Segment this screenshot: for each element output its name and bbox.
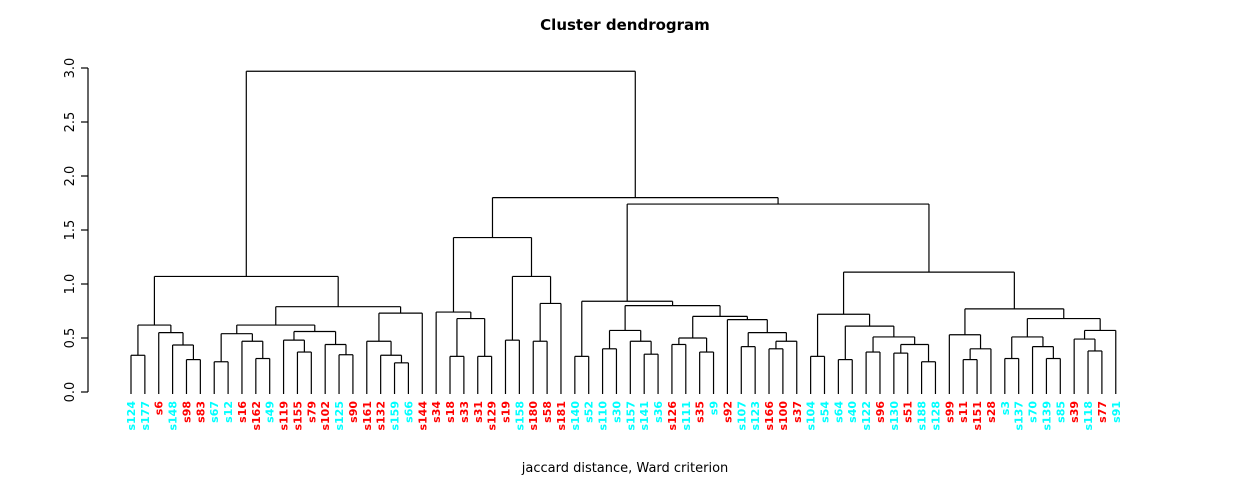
leaf-label: s107 — [735, 401, 748, 431]
chart-title: Cluster dendrogram — [540, 16, 710, 34]
y-tick-label: 2.0 — [63, 166, 78, 187]
leaf-label: s33 — [458, 401, 471, 423]
leaf-label: s104 — [805, 401, 818, 431]
leaf-label: s148 — [167, 401, 180, 431]
leaf-label: s125 — [333, 401, 346, 431]
leaf-label: s52 — [583, 401, 596, 423]
dendrogram-tree-lines — [130, 70, 1117, 394]
leaf-label: s49 — [264, 401, 277, 423]
leaf-label: s16 — [236, 401, 249, 423]
leaf-label: s40 — [846, 401, 859, 423]
leaf-label: s67 — [208, 401, 221, 423]
leaf-label: s157 — [624, 401, 637, 431]
leaf-label: s28 — [985, 401, 998, 423]
leaf-label: s30 — [610, 401, 623, 423]
leaf-label: s11 — [957, 401, 970, 423]
leaf-label: s144 — [416, 401, 429, 431]
leaf-label: s39 — [1068, 401, 1081, 423]
leaf-label: s92 — [721, 401, 734, 423]
leaf-label: s64 — [832, 401, 845, 423]
leaf-label: s126 — [666, 401, 679, 431]
leaf-label: s180 — [527, 401, 540, 431]
y-tick-label: 3.0 — [63, 58, 78, 79]
leaf-label: s158 — [513, 401, 526, 431]
leaf-label: s102 — [319, 401, 332, 431]
leaf-label: s31 — [472, 401, 485, 423]
leaf-label: s90 — [347, 401, 360, 423]
leaf-label: s6 — [153, 401, 166, 416]
leaf-label: s100 — [777, 401, 790, 431]
leaf-label: s159 — [389, 401, 402, 431]
y-tick-label: 0.5 — [63, 328, 78, 349]
leaf-label: s124 — [125, 401, 138, 431]
leaf-label: s162 — [250, 401, 263, 431]
leaf-label: s128 — [929, 401, 942, 431]
leaf-label: s111 — [680, 401, 693, 431]
leaf-label: s66 — [402, 401, 415, 423]
leaf-label: s177 — [139, 401, 152, 431]
leaf-label: s91 — [1110, 401, 1123, 423]
leaf-label: s99 — [943, 401, 956, 423]
y-tick-label: 1.0 — [63, 274, 78, 295]
leaf-label: s58 — [541, 401, 554, 423]
leaf-label: s34 — [430, 401, 443, 423]
leaf-label: s140 — [569, 401, 582, 431]
leaf-label: s161 — [361, 401, 374, 431]
leaf-label: s51 — [902, 401, 915, 423]
leaf-label: s141 — [638, 401, 651, 431]
leaf-label: s12 — [222, 401, 235, 423]
leaf-label: s166 — [763, 401, 776, 431]
y-tick-label: 0.0 — [63, 382, 78, 403]
leaf-label: s181 — [555, 401, 568, 431]
leaf-label: s151 — [971, 401, 984, 431]
leaf-label: s54 — [819, 401, 832, 423]
leaf-label: s129 — [486, 401, 499, 431]
leaf-label: s70 — [1027, 401, 1040, 423]
leaf-label: s130 — [888, 401, 901, 431]
y-axis: 0.0 0.5 1.0 1.5 2.0 2.5 3.0 — [63, 58, 89, 403]
leaf-label: s122 — [860, 401, 873, 431]
leaf-label: s79 — [305, 401, 318, 423]
leaf-label: s9 — [708, 401, 721, 415]
y-tick-label: 2.5 — [63, 112, 78, 133]
leaf-label: s3 — [999, 401, 1012, 415]
leaf-label: s139 — [1040, 401, 1053, 431]
leaf-label: s19 — [499, 401, 512, 423]
x-axis-caption: jaccard distance, Ward criterion — [521, 461, 729, 476]
leaf-label: s119 — [278, 401, 291, 431]
leaf-label: s155 — [291, 401, 304, 431]
leaf-label: s132 — [375, 401, 388, 431]
leaf-label: s96 — [874, 401, 887, 423]
leaf-label: s110 — [597, 401, 610, 431]
leaf-label: s98 — [180, 401, 193, 423]
leaf-label: s77 — [1096, 401, 1109, 423]
leaf-label: s36 — [652, 401, 665, 423]
leaf-label: s123 — [749, 401, 762, 431]
leaf-label: s37 — [791, 401, 804, 423]
leaf-label: s85 — [1054, 401, 1067, 423]
leaf-label: s35 — [694, 401, 707, 423]
leaf-label: s118 — [1082, 401, 1095, 431]
leaf-label: s137 — [1013, 401, 1026, 431]
leaf-label: s188 — [916, 401, 929, 431]
leaf-label: s83 — [194, 401, 207, 423]
leaf-label: s18 — [444, 401, 457, 423]
y-tick-label: 1.5 — [63, 220, 78, 241]
